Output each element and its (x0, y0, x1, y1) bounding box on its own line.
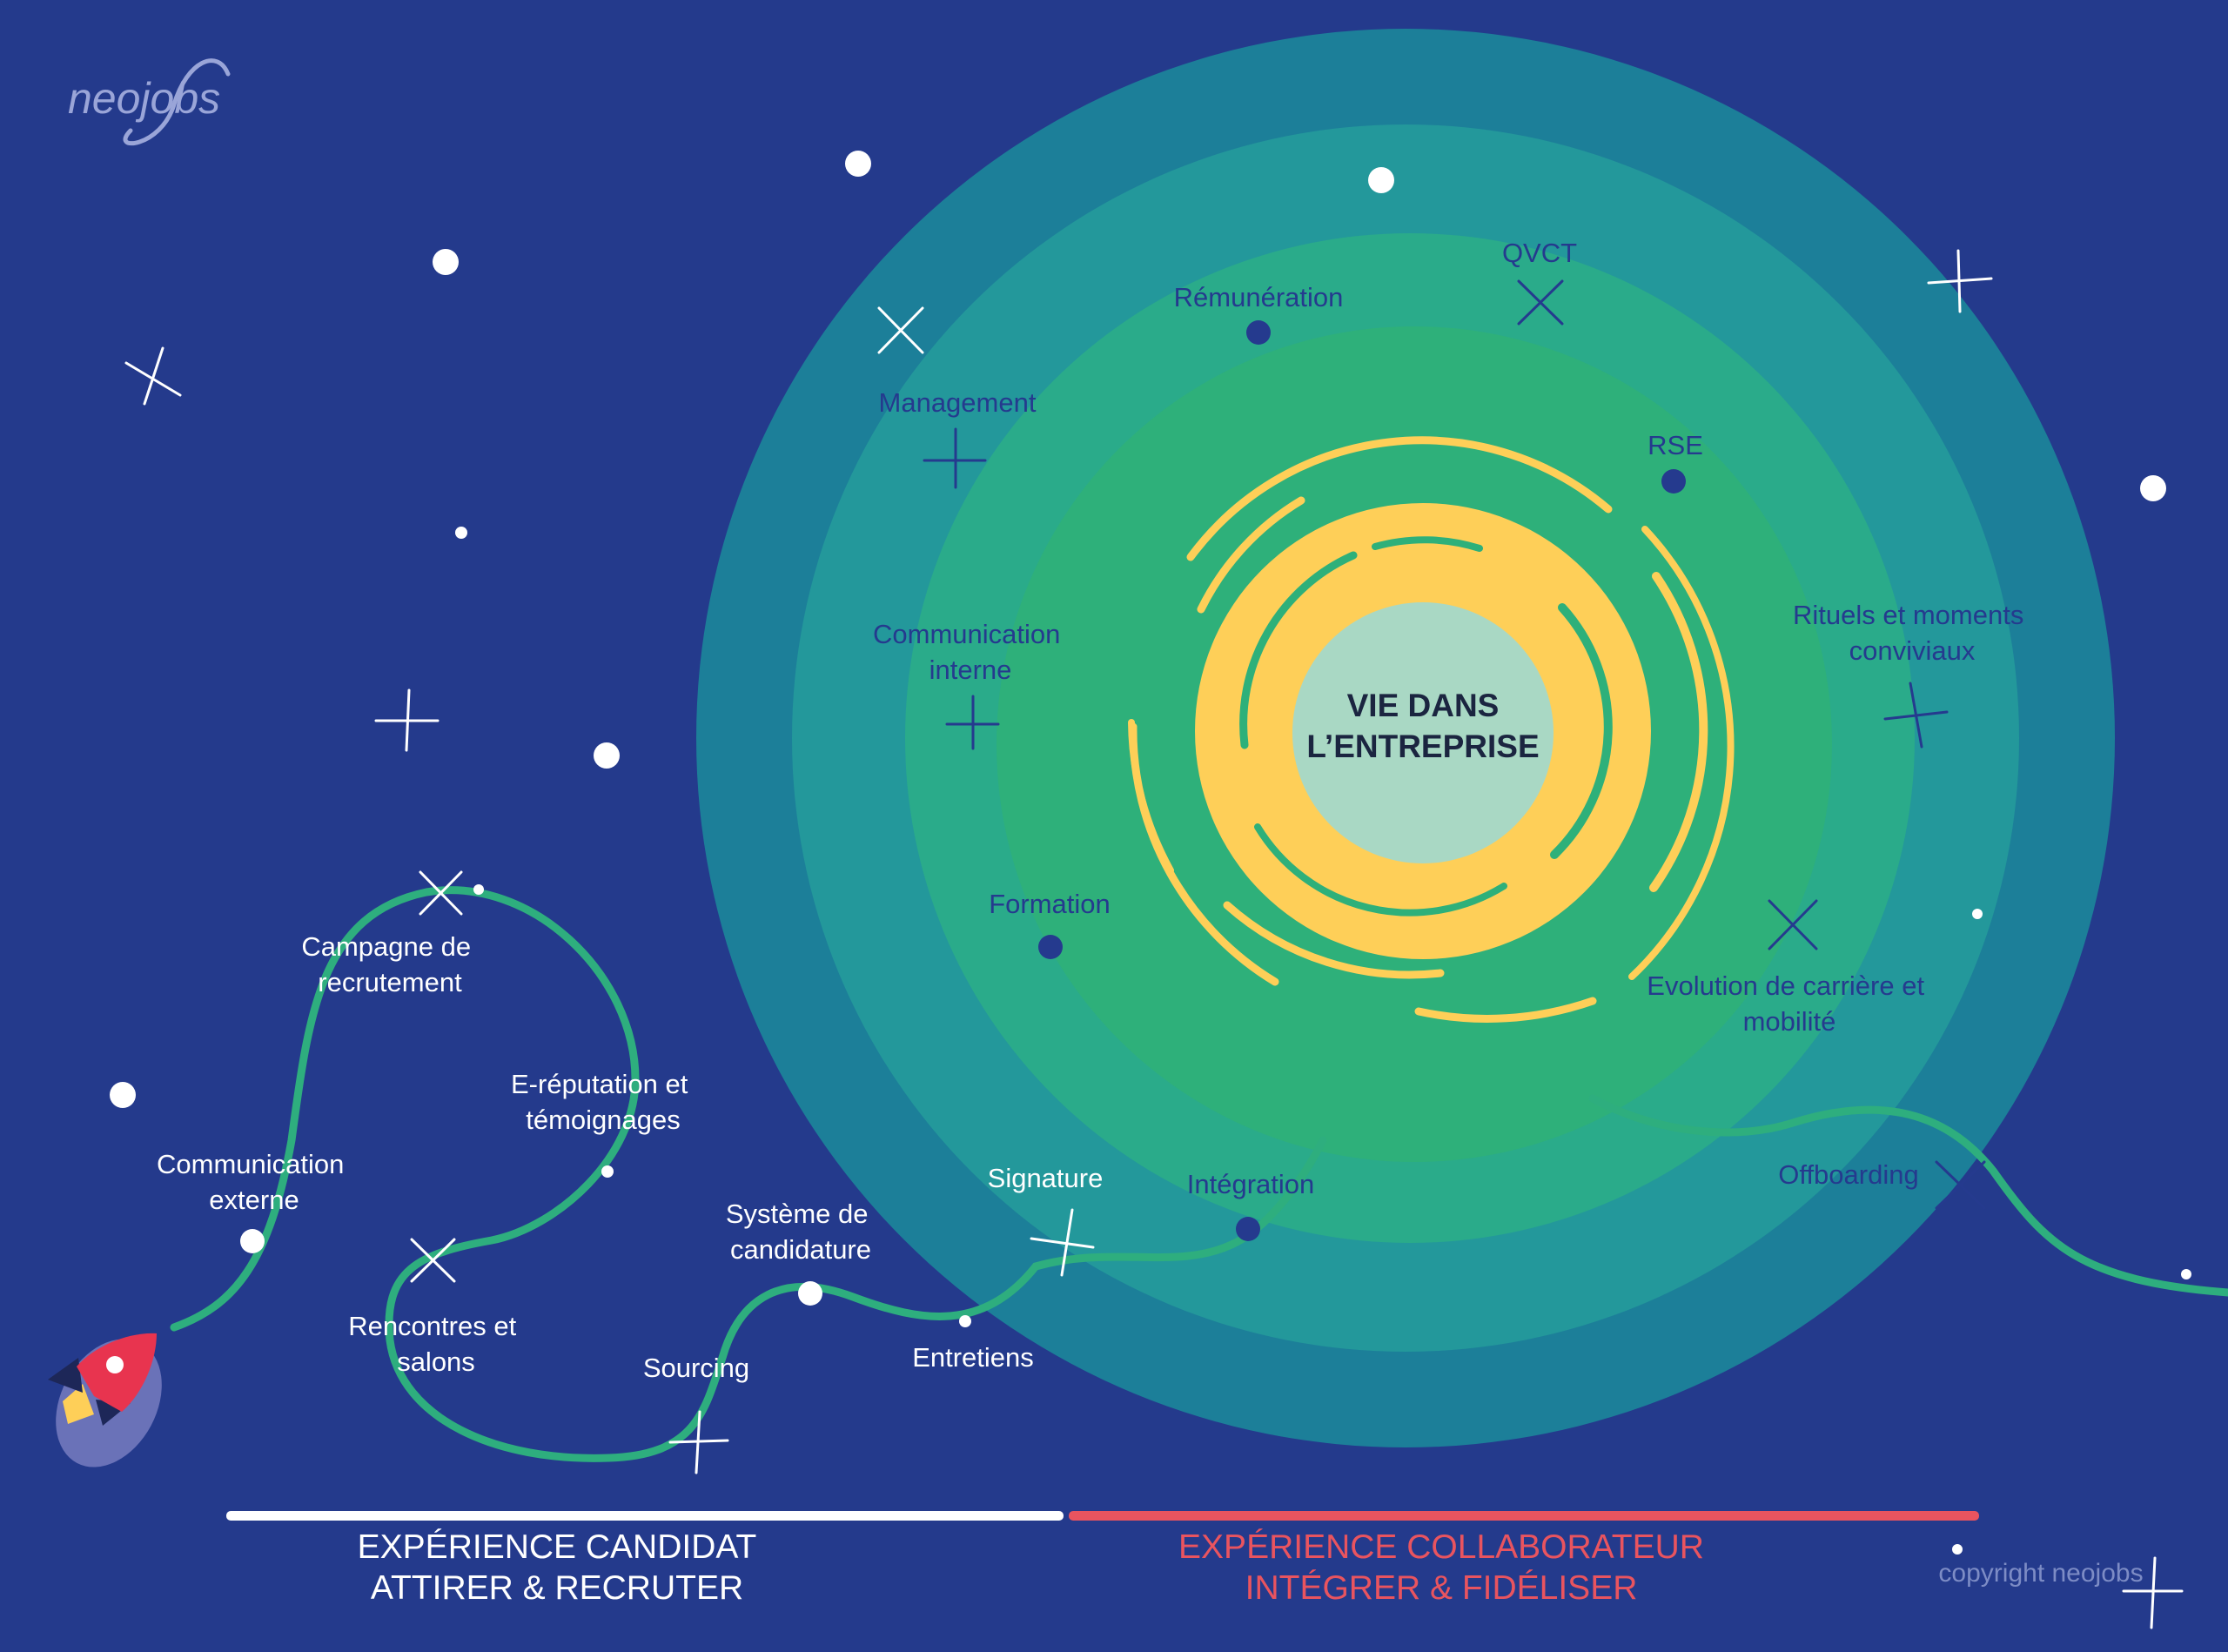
logo-swoosh (123, 58, 231, 146)
sparkle-cross (1768, 899, 1818, 950)
sun: VIE DANS L’ENTREPRISE (1128, 436, 1735, 1023)
marker-communication-externe (240, 1229, 265, 1253)
marker-rencontres-salons (410, 1238, 456, 1283)
employee-labels: Rémunération QVCT Management RSE Communi… (873, 238, 2031, 1199)
sparkle-cross (1927, 249, 1993, 313)
label-communication-interne: Communication interne (873, 619, 1068, 685)
star-dot (1368, 167, 1394, 193)
label-entretiens: Entretiens (912, 1342, 1034, 1373)
sparkle-cross (1935, 1160, 1986, 1210)
marker-formation (1038, 935, 1063, 959)
logo-text: neojobs (68, 74, 220, 123)
star-dot (2181, 1269, 2191, 1279)
sparkle-cross (877, 306, 924, 354)
label-management: Management (879, 387, 1037, 418)
sparkle-cross (1517, 279, 1564, 326)
star-dot (433, 249, 459, 275)
footer-candidate-line2: ATTIRER & RECRUTER (371, 1569, 743, 1607)
rocket-flame (63, 1384, 94, 1424)
candidate-bar (226, 1511, 1064, 1521)
label-rencontres-salons: Rencontres et salons (348, 1311, 524, 1377)
star-dot (594, 742, 620, 769)
sparkle-cross (1883, 682, 1949, 749)
star-dot (1972, 909, 1983, 919)
path-markers (240, 320, 1686, 1474)
sparkle-cross (124, 346, 182, 406)
sun-inner-arc (1239, 551, 1358, 749)
marker-e-reputation (601, 1165, 614, 1178)
label-campagne-recrutement: Campagne de recrutement (301, 931, 478, 997)
label-qvct: QVCT (1502, 238, 1577, 268)
label-rse: RSE (1648, 430, 1703, 460)
sun-arc (1649, 572, 1708, 892)
marker-rse (1661, 469, 1686, 494)
sparkle-cross (2122, 1556, 2184, 1629)
core (1292, 602, 1554, 863)
sparkle-cross (945, 695, 1000, 750)
employee-bar (1069, 1511, 1979, 1521)
label-e-reputation: E-réputation et témoignages (511, 1069, 695, 1135)
rocket-window (106, 1356, 124, 1373)
label-evolution: Evolution de carrière et mobilité (1647, 970, 1931, 1037)
star-dot (455, 527, 467, 539)
star-dot (845, 151, 871, 177)
rocket-icon (48, 1333, 162, 1467)
label-formation: Formation (989, 889, 1111, 919)
sun-inner-arc (1254, 823, 1507, 917)
star-dot (473, 884, 484, 895)
label-remuneration: Rémunération (1174, 282, 1344, 312)
rocket-fin (48, 1358, 83, 1393)
label-communication-externe: Communication externe (157, 1149, 352, 1215)
journey-path-offboarding (1588, 1094, 2228, 1297)
stars (110, 151, 2191, 1555)
blue-sparkles (923, 279, 1986, 1210)
sun-arc (1186, 436, 1613, 561)
sun-arc (1197, 496, 1305, 614)
sun-inner-arc (1372, 536, 1483, 552)
marker-systeme-candidature (798, 1281, 822, 1306)
footer-employee-line2: INTÉGRER & FIDÉLISER (1245, 1569, 1638, 1607)
marker-remuneration (1246, 320, 1271, 345)
copyright: copyright neojobs (1938, 1559, 2143, 1588)
marker-signature (1030, 1208, 1095, 1277)
sparkle-cross (374, 688, 440, 752)
journey-path (170, 886, 1327, 1462)
star-dot (1952, 1544, 1963, 1555)
label-sourcing: Sourcing (643, 1353, 749, 1383)
sun-arc (1414, 997, 1597, 1023)
star-dot (2140, 475, 2166, 501)
candidate-labels: Communication externe Campagne de recrut… (157, 931, 1103, 1383)
neojobs-logo: neojobs (68, 58, 231, 146)
sun-inner-arc (1550, 603, 1613, 859)
sun-arc (1628, 526, 1735, 980)
label-signature: Signature (988, 1163, 1104, 1193)
label-integration: Intégration (1187, 1169, 1315, 1199)
label-systeme-candidature: Système de candidature (726, 1199, 876, 1265)
sun-arc (1223, 901, 1445, 979)
sun-arc (1128, 719, 1174, 874)
sparkle-cross (923, 427, 987, 489)
center-title-line2: L’ENTREPRISE (1306, 729, 1539, 764)
white-sparkles (124, 249, 2184, 1629)
label-rituels: Rituels et moments conviviaux (1793, 600, 2031, 666)
star-dot (110, 1082, 136, 1108)
center-title-line1: VIE DANS (1347, 688, 1500, 723)
marker-entretiens (959, 1315, 971, 1327)
marker-integration (1236, 1217, 1260, 1241)
footer-employee-line1: EXPÉRIENCE COLLABORATEUR (1178, 1528, 1704, 1566)
marker-campagne-recrutement (419, 870, 463, 916)
label-offboarding: Offboarding (1778, 1159, 1918, 1190)
footer-candidate-line1: EXPÉRIENCE CANDIDAT (358, 1528, 757, 1566)
marker-sourcing (668, 1410, 729, 1474)
